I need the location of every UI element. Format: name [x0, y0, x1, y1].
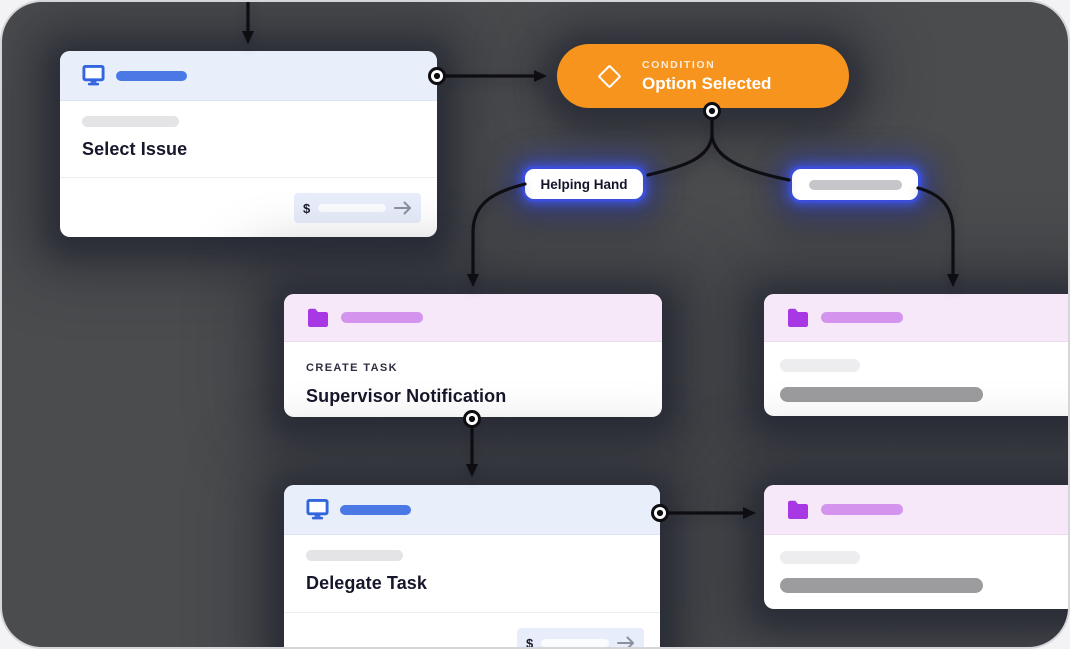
currency-prefix: $ [526, 635, 534, 649]
arrow-right-icon[interactable] [617, 636, 635, 647]
folder-icon [306, 308, 330, 328]
node-header [60, 51, 437, 101]
node-header [284, 294, 662, 342]
node-delegate-task[interactable]: Delegate Task $ [284, 485, 660, 649]
input-placeholder-bar [541, 639, 609, 647]
condition-kind-label: CONDITION [642, 58, 716, 71]
title-placeholder-bar [116, 70, 187, 81]
amount-input[interactable]: $ [294, 193, 421, 223]
branch-label: Helping Hand [540, 176, 628, 192]
branch-helping-hand[interactable]: Helping Hand [525, 169, 643, 199]
monitor-icon [306, 498, 329, 521]
node-title: Delegate Task [306, 573, 428, 593]
node-kind-label: CREATE TASK [306, 362, 398, 374]
node-header [764, 294, 1068, 342]
folder-icon [786, 500, 810, 520]
arrow-right-icon[interactable] [394, 201, 412, 215]
title-placeholder-bar [821, 504, 903, 515]
node-supervisor-notification[interactable]: CREATE TASK Supervisor Notification [284, 294, 662, 417]
node-title: Select Issue [82, 139, 188, 159]
folder-icon [786, 308, 810, 328]
currency-prefix: $ [303, 200, 311, 216]
node-header [764, 485, 1068, 535]
title-placeholder-bar [821, 312, 903, 323]
field-placeholder-bar [780, 359, 860, 372]
edge-condition-to-helping-hand [646, 134, 714, 177]
node-condition[interactable]: CONDITION Option Selected [557, 44, 849, 108]
diamond-icon [597, 63, 622, 89]
value-placeholder-bar [780, 578, 983, 593]
edge-helping-hand-to-supervisor [467, 182, 527, 287]
amount-input[interactable]: $ [517, 628, 644, 649]
value-placeholder-bar [780, 387, 983, 402]
field-placeholder-bar [780, 551, 860, 564]
node-select-issue[interactable]: Select Issue $ [60, 51, 437, 237]
branch-placeholder[interactable] [792, 169, 918, 200]
field-placeholder-bar [82, 116, 179, 127]
node-header [284, 485, 660, 535]
node-bottom-right-task[interactable] [764, 485, 1068, 609]
field-placeholder-bar [306, 550, 403, 561]
input-placeholder-bar [318, 204, 386, 212]
branch-placeholder-bar [808, 179, 902, 190]
monitor-icon [82, 64, 105, 87]
condition-title: Option Selected [642, 73, 772, 93]
title-placeholder-bar [341, 312, 423, 323]
node-footer: $ [284, 612, 660, 649]
node-footer: $ [60, 177, 437, 238]
title-placeholder-bar [340, 504, 411, 515]
node-right-task[interactable] [764, 294, 1068, 416]
edge-placeholder-to-right-task [916, 186, 959, 287]
edge-condition-to-placeholder [710, 134, 791, 182]
node-title: Supervisor Notification [306, 386, 507, 406]
